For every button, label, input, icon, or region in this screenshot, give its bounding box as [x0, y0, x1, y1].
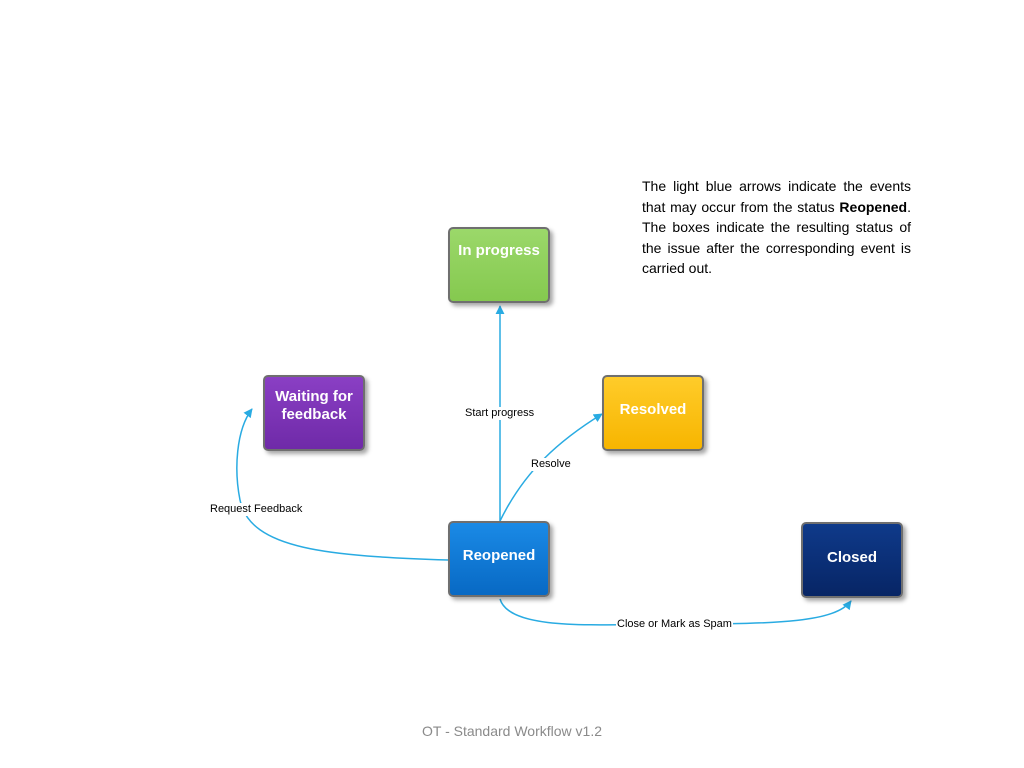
footer-caption: OT - Standard Workflow v1.2	[422, 723, 602, 739]
edge-label-start-progress: Start progress	[464, 407, 536, 420]
status-node-label: Reopened	[462, 547, 536, 564]
note-text-part2: . The boxes indicate the resulting statu…	[642, 198, 911, 277]
edge-label-resolve: Resolve	[530, 458, 572, 471]
status-node-label: Resolved	[619, 401, 687, 418]
note-text-part1: The light blue arrows indicate the event…	[642, 178, 911, 215]
status-node-in-progress: In progress	[448, 227, 550, 303]
status-node-waiting-for-feedback: Waiting for feedback	[263, 375, 365, 451]
edge-label-close-or-spam: Close or Mark as Spam	[616, 618, 733, 631]
status-node-label: In progress	[458, 242, 540, 259]
note-emphasis: Reopened	[839, 198, 908, 215]
status-node-resolved: Resolved	[602, 375, 704, 451]
status-node-label: Closed	[826, 549, 877, 566]
explanatory-note: The light blue arrows indicate the event…	[642, 176, 911, 279]
edge-request-feedback	[236, 408, 449, 561]
edge-label-request-feedback: Request Feedback	[209, 503, 304, 516]
status-node-closed: Closed	[801, 522, 903, 598]
status-node-reopened: Reopened	[448, 521, 550, 597]
status-node-label: Waiting for feedback	[275, 388, 353, 423]
